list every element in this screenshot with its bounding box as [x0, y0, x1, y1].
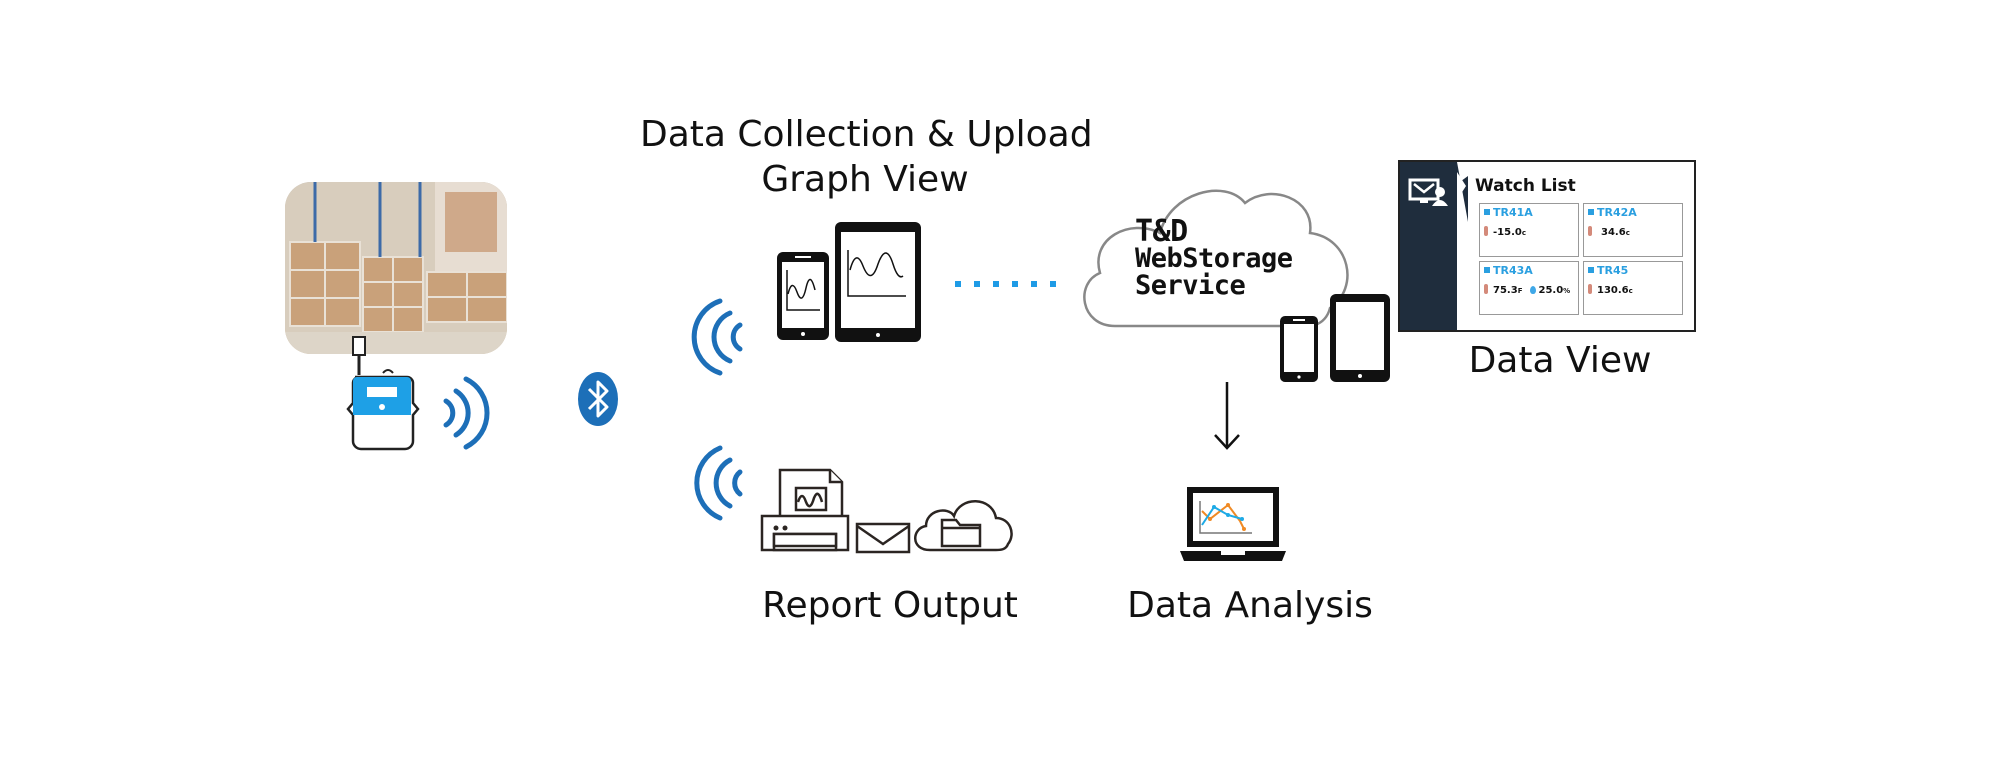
- watch-list-title: Watch List: [1475, 176, 1576, 196]
- sensor-tile-tr43a[interactable]: TR43A 75.3F 25.0%: [1479, 261, 1579, 315]
- cloud-service-line-3: Service: [1135, 270, 1246, 301]
- temperature-value: 75.3: [1493, 285, 1518, 296]
- cloud-service-name: T&D WebStorage Service: [1135, 214, 1293, 301]
- sensor-reading: 130.6c: [1588, 284, 1633, 296]
- sensor-tile-tr41a[interactable]: TR41A -15.0c: [1479, 203, 1579, 257]
- temperature-unit: c: [1521, 229, 1526, 237]
- thermometer-icon: [1588, 226, 1592, 236]
- temperature-unit: c: [1628, 287, 1633, 295]
- sensor-tile-tr45[interactable]: TR45 130.6c: [1583, 261, 1683, 315]
- cloud-service-line-1: T&D: [1135, 214, 1188, 249]
- watch-list-panel: Watch List TR41A -15.0c TR42A 34.6c TR43…: [1398, 160, 1696, 332]
- temperature-value: 34.6: [1601, 227, 1626, 238]
- thermometer-icon: [1484, 226, 1488, 236]
- temperature-value: 130.6: [1597, 285, 1629, 296]
- sensor-name: TR43A: [1484, 264, 1533, 277]
- sensor-tile-tr42a[interactable]: TR42A 34.6c: [1583, 203, 1683, 257]
- mobile-graph-devices-icon: [775, 220, 925, 345]
- laptop-chart-icon: [1180, 485, 1286, 565]
- temperature-unit: c: [1625, 229, 1630, 237]
- humidity-unit: %: [1563, 287, 1571, 295]
- watch-list-sidebar: [1400, 162, 1468, 330]
- cloud-folder-icon: [914, 500, 1013, 552]
- cloud-service-line-2: WebStorage: [1135, 243, 1293, 274]
- thermometer-icon: [1588, 284, 1592, 294]
- printer-icon: [760, 468, 850, 552]
- monitor-user-icon: [1408, 178, 1448, 206]
- sensor-reading: 75.3F 25.0%: [1484, 284, 1570, 296]
- report-output-label: Report Output: [762, 585, 1018, 626]
- mobile-devices-icon: [1278, 292, 1393, 384]
- sensor-name: TR41A: [1484, 206, 1533, 219]
- sensor-reading: 34.6c: [1588, 226, 1630, 238]
- bluetooth-icon: [577, 371, 619, 427]
- wireless-signal-icon: [438, 373, 490, 453]
- sensor-name: TR45: [1588, 264, 1628, 277]
- data-collection-label: Data Collection & Upload: [640, 114, 1093, 155]
- wireless-signal-icon: [694, 445, 748, 521]
- email-envelope-icon: [855, 522, 911, 554]
- wireless-signal-icon: [691, 297, 748, 377]
- data-logger-icon: [343, 335, 423, 455]
- sensor-name: TR42A: [1588, 206, 1637, 219]
- warehouse-photo: [285, 182, 507, 354]
- temperature-value: -15.0: [1493, 227, 1522, 238]
- humidity-value: 25.0: [1538, 285, 1564, 296]
- report-output-icons: [760, 468, 1015, 568]
- graph-view-label: Graph View: [761, 159, 969, 200]
- thermometer-icon: [1484, 284, 1488, 294]
- data-analysis-label: Data Analysis: [1127, 585, 1373, 626]
- connection-dots: [955, 281, 1059, 289]
- temperature-unit: F: [1517, 287, 1523, 295]
- down-arrow-icon: [1212, 380, 1242, 452]
- data-view-label: Data View: [1468, 340, 1652, 381]
- sensor-reading: -15.0c: [1484, 226, 1526, 238]
- humidity-drop-icon: [1530, 286, 1537, 294]
